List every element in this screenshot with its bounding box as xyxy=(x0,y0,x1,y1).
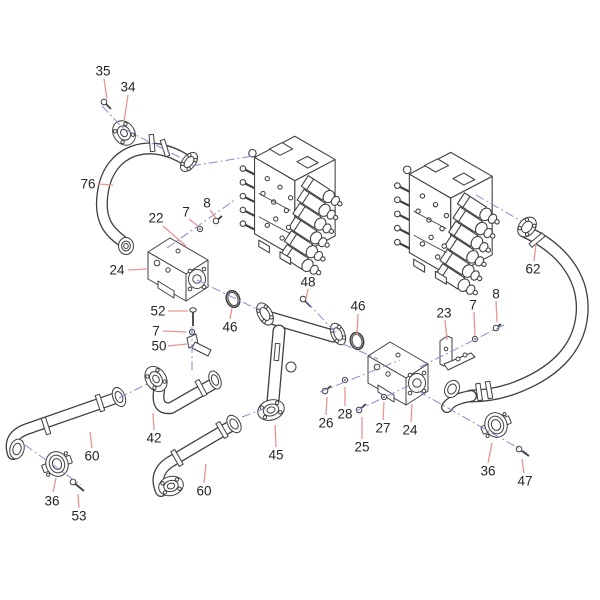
callout-leader xyxy=(123,94,129,122)
callout-label-42: 42 xyxy=(146,431,161,446)
callout-label-24: 24 xyxy=(402,423,418,438)
part-pipe-60-right xyxy=(152,414,242,497)
callout-label-23: 23 xyxy=(436,306,451,321)
callout-leader xyxy=(444,319,448,341)
callout-leader xyxy=(487,442,493,464)
control-valve-left xyxy=(239,135,343,276)
part-clamp-36-left xyxy=(41,451,73,477)
part-bolt-48 xyxy=(299,295,312,308)
callout-label-22: 22 xyxy=(148,211,163,226)
part-bolts-7-8-top xyxy=(196,215,223,233)
centerlines-layer xyxy=(24,105,528,486)
part-oring-46-right xyxy=(349,331,365,351)
assembly-centerline xyxy=(24,444,82,486)
callout-leader xyxy=(162,225,187,247)
callout-label-60: 60 xyxy=(196,484,211,499)
assembly-centerline xyxy=(196,279,262,312)
part-flange-34 xyxy=(112,120,136,146)
callout-leader xyxy=(274,424,277,448)
callout-leader xyxy=(52,477,57,493)
callout-label-50: 50 xyxy=(151,339,166,354)
callout-label-28: 28 xyxy=(337,407,352,422)
part-bolt-52 xyxy=(189,307,197,326)
assembly-centerline xyxy=(118,383,148,399)
part-bracket-23 xyxy=(439,335,476,371)
callout-label-27: 27 xyxy=(375,421,390,436)
callout-label-7: 7 xyxy=(469,298,477,313)
callout-label-7: 7 xyxy=(152,324,160,339)
callout-leader xyxy=(305,288,309,300)
assembly-centerline xyxy=(342,343,379,360)
callout-label-53: 53 xyxy=(71,509,86,524)
part-clamp-36-right xyxy=(480,411,512,439)
callout-label-48: 48 xyxy=(300,275,315,290)
callout-leader xyxy=(77,493,80,509)
callout-label-24: 24 xyxy=(109,263,125,278)
callout-leader xyxy=(356,313,359,336)
callout-leader xyxy=(495,300,498,323)
part-pipe-45 xyxy=(256,302,347,421)
assembly-centerline xyxy=(241,407,267,418)
callout-leader xyxy=(410,403,413,423)
callout-leader xyxy=(152,412,155,431)
callout-leader xyxy=(188,218,200,228)
callout-leader xyxy=(97,183,114,186)
callout-label-45: 45 xyxy=(268,448,283,463)
part-bolt-53 xyxy=(69,478,85,492)
callout-label-35: 35 xyxy=(95,64,110,79)
callout-leader xyxy=(89,431,93,449)
callout-leader xyxy=(521,458,525,474)
callout-label-8: 8 xyxy=(203,196,211,211)
callout-label-76: 76 xyxy=(80,177,95,192)
callout-label-25: 25 xyxy=(354,440,369,455)
part-pump-bolts xyxy=(321,376,388,414)
assembly-centerline xyxy=(417,390,528,454)
part-hose-62 xyxy=(441,216,589,413)
callout-leader xyxy=(229,307,233,320)
part-bolt-35 xyxy=(100,98,112,110)
callout-leader xyxy=(162,330,187,333)
assembly-centerline xyxy=(305,300,337,334)
callout-label-36: 36 xyxy=(480,464,495,479)
callout-label-46: 46 xyxy=(222,320,237,335)
part-bracket-50 xyxy=(186,333,212,357)
callout-label-26: 26 xyxy=(318,416,333,431)
part-bolts-7-8-right xyxy=(471,323,502,343)
callout-label-62: 62 xyxy=(525,262,540,277)
callout-leader xyxy=(103,78,108,100)
callout-label-8: 8 xyxy=(492,287,500,302)
callout-leader xyxy=(209,209,217,219)
part-pipe-42 xyxy=(144,365,222,415)
part-hose-76 xyxy=(95,133,198,255)
assembly-centerline xyxy=(191,155,254,167)
callout-leader xyxy=(533,243,537,262)
callout-label-52: 52 xyxy=(150,304,165,319)
callout-label-36: 36 xyxy=(44,494,59,509)
part-pump-right xyxy=(367,341,429,406)
callout-leader xyxy=(203,463,207,484)
callout-label-7: 7 xyxy=(182,205,190,220)
assembly-centerline xyxy=(319,359,401,393)
callout-leader xyxy=(473,311,476,337)
assembly-centerline xyxy=(166,198,237,249)
callout-label-34: 34 xyxy=(120,80,136,95)
assembly-centerline xyxy=(475,194,522,222)
control-valve-right xyxy=(393,151,500,296)
callout-label-46: 46 xyxy=(350,299,365,314)
callout-label-47: 47 xyxy=(517,474,532,489)
callout-leader xyxy=(325,396,328,416)
part-oring-46-left xyxy=(225,289,241,309)
part-pump-left xyxy=(147,237,209,302)
callout-label-60: 60 xyxy=(84,449,99,464)
callout-leader xyxy=(127,268,149,271)
assembly-centerline xyxy=(419,324,505,368)
part-pipe-60-left xyxy=(5,386,127,460)
parts-layer xyxy=(5,98,589,497)
callout-leader xyxy=(382,401,385,421)
callout-leader xyxy=(167,343,188,347)
